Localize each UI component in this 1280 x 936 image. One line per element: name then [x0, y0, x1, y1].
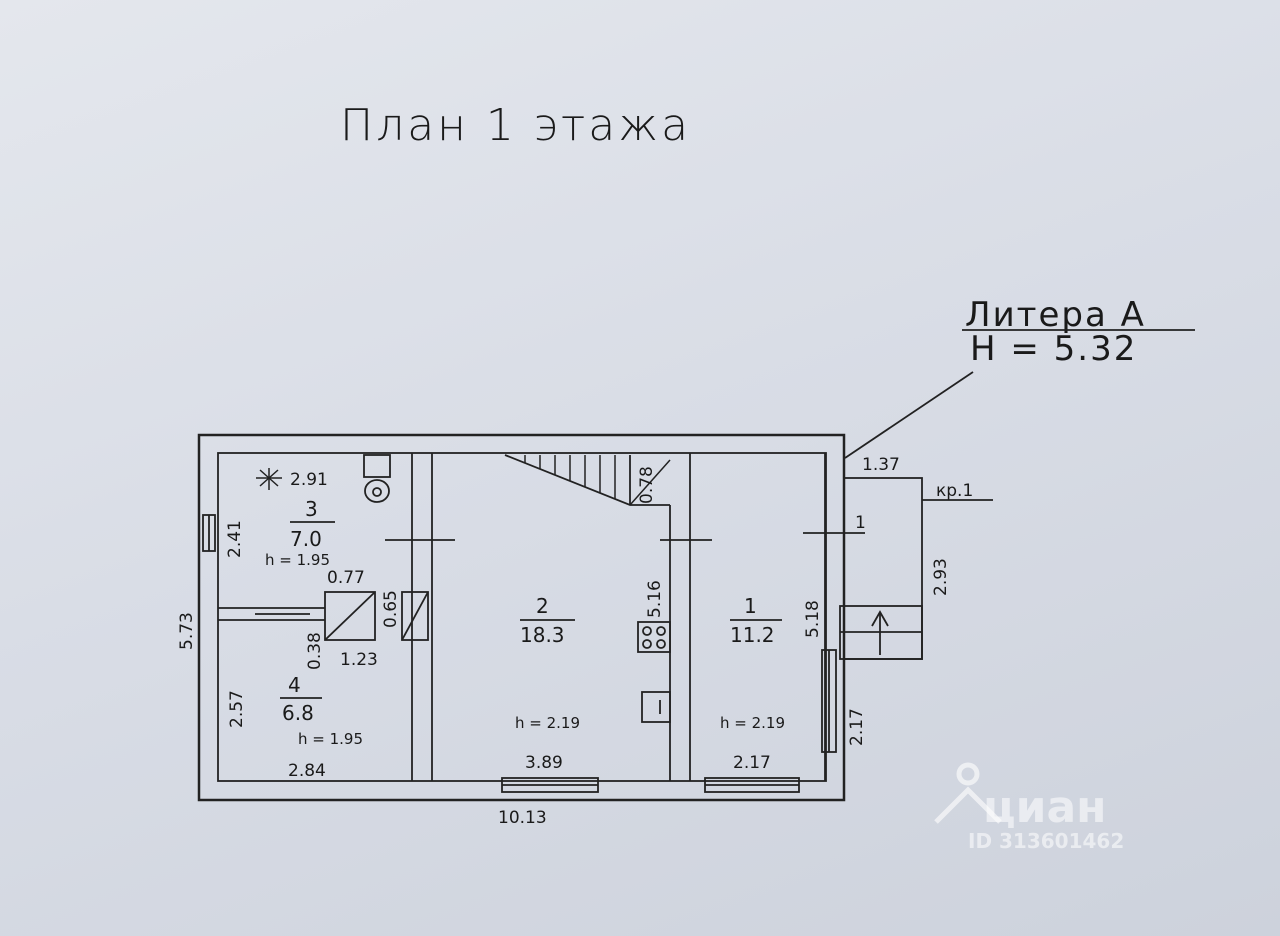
dim-nook-base: 1.23 — [340, 650, 378, 670]
dim-porch-depth: 2.93 — [931, 558, 951, 596]
litera-leader-line — [844, 371, 974, 459]
dimension-labels: 10.13 5.73 2.91 2.41 0.77 0.65 0.38 1.23… — [177, 455, 973, 828]
dim-porch-room: 1 — [855, 513, 866, 533]
dim-total-depth: 5.73 — [177, 612, 197, 650]
room-labels: 1 11.2 h = 2.19 2 18.3 h = 2.19 3 7.0 h … — [265, 497, 785, 748]
stove-icon — [637, 621, 671, 653]
dim-nook-width: 0.77 — [327, 568, 365, 588]
dim-nook-depth: 0.65 — [381, 590, 401, 628]
dim-room1-depth: 5.18 — [803, 600, 823, 638]
light-fixture-icon — [256, 468, 282, 490]
dim-room1-width: 2.17 — [733, 753, 771, 773]
cian-watermark: циан ID 313601462 — [934, 762, 1124, 853]
dim-room2-width: 3.89 — [525, 753, 563, 773]
dim-room3-depth: 2.41 — [225, 520, 245, 558]
room-3-area: 7.0 — [290, 527, 322, 551]
dim-nook-offset: 0.38 — [305, 632, 325, 670]
room-1-number: 1 — [744, 594, 757, 618]
dim-window-side: 2.17 — [847, 708, 867, 746]
dim-porch-width: 1.37 — [862, 455, 900, 475]
watermark-brand: циан — [983, 782, 1107, 833]
room-1-height: h = 2.19 — [720, 714, 785, 732]
room-1-area: 11.2 — [730, 623, 775, 647]
room-3-height: h = 1.95 — [265, 551, 330, 569]
porch — [839, 477, 993, 660]
room-4-area: 6.8 — [282, 701, 314, 725]
room-2-area: 18.3 — [520, 623, 565, 647]
room-2-height: h = 2.19 — [515, 714, 580, 732]
boiler-nook — [324, 591, 429, 641]
dim-stair-width: 0.78 — [637, 466, 657, 504]
inner-wall — [217, 452, 827, 782]
toilet-icon — [363, 454, 391, 503]
room-3-number: 3 — [305, 497, 318, 521]
watermark-id: ID 313601462 — [968, 829, 1124, 853]
plan-title: План 1 этажа — [340, 100, 691, 151]
dim-room4-depth: 2.57 — [227, 690, 247, 728]
litera-name: Литера А — [965, 295, 1146, 335]
dim-total-width: 10.13 — [498, 808, 547, 828]
windows — [202, 514, 837, 793]
location-pin-icon — [934, 762, 1002, 824]
porch-label: кр.1 — [936, 481, 973, 501]
sink-icon — [641, 691, 671, 723]
room-4-number: 4 — [288, 673, 301, 697]
dim-room4-width: 2.84 — [288, 761, 326, 781]
dim-room2-depth: 5.16 — [645, 580, 665, 618]
room-4-height: h = 1.95 — [298, 730, 363, 748]
room-2-number: 2 — [536, 594, 549, 618]
litera-height: H = 5.32 — [970, 329, 1137, 369]
staircase — [504, 454, 671, 506]
dim-room3-width: 2.91 — [290, 470, 328, 490]
